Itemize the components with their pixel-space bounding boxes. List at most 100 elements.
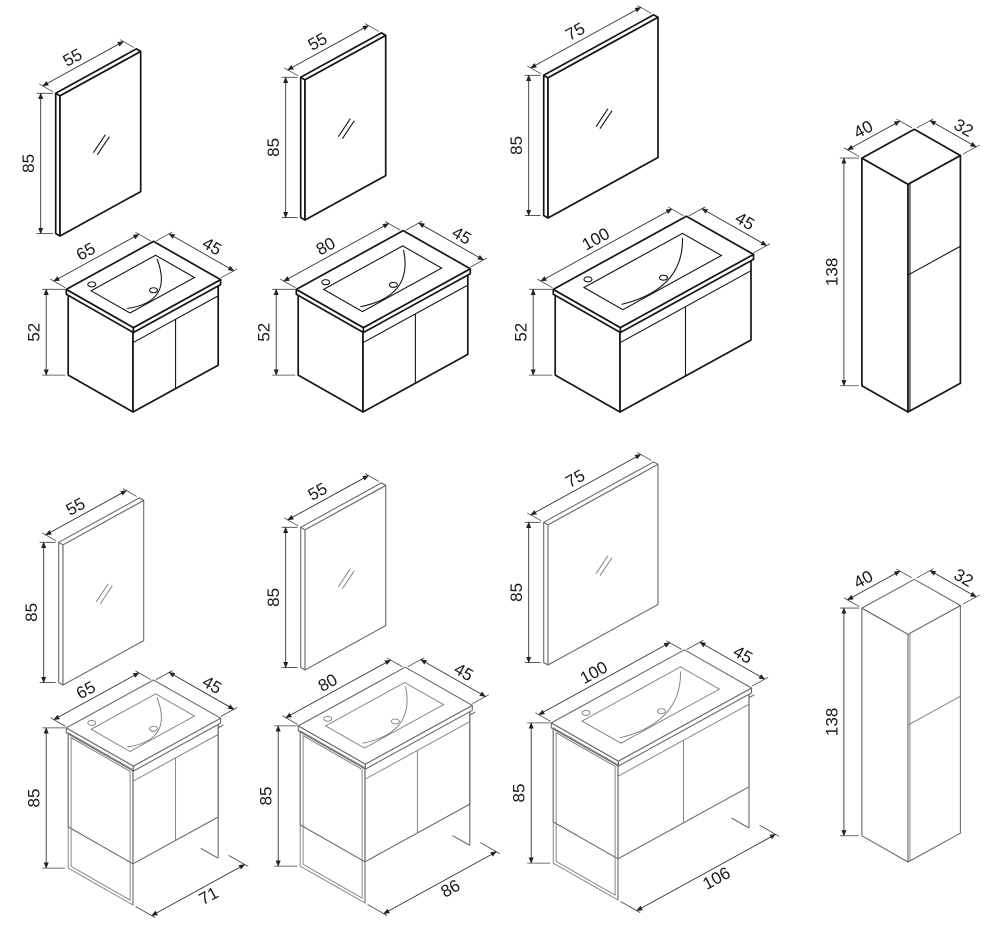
basin [89, 254, 196, 314]
tall-depth-dimension-label: 32 [951, 565, 977, 591]
mirror-side [300, 526, 306, 671]
extension-line [962, 594, 980, 605]
door-split [907, 695, 961, 726]
mirror-side [543, 521, 549, 666]
mirror-height-dimension-label: 85 [19, 154, 38, 173]
vanity-width-dimension-label: 80 [315, 670, 341, 696]
mirror-width-dimension-label: 55 [305, 479, 331, 505]
vanity-height-dimension-label: 52 [512, 323, 531, 342]
tap-hole [87, 719, 97, 726]
vanity-depth-dimension-line [420, 659, 487, 697]
extension-line [962, 144, 980, 155]
mirror-width-dimension-line [287, 25, 369, 71]
tall-width-dimension-line [846, 570, 901, 601]
vanity-width-dimension-line [53, 233, 140, 282]
extension-line [535, 712, 551, 722]
mirror-height-dimension-label: 85 [264, 588, 283, 607]
floor-width-dimension-line [151, 864, 246, 917]
mirror-width-dimension-label: 75 [562, 19, 588, 45]
extension-line [405, 220, 423, 231]
extension-line [282, 715, 298, 725]
basin [324, 681, 445, 749]
extension-line [119, 39, 134, 48]
basin [581, 666, 721, 744]
vanity-width-dimension-line [283, 223, 390, 282]
mirror-width-dimension-line [45, 490, 127, 536]
mirror-front [304, 34, 387, 221]
extension-line [135, 670, 151, 680]
extension-line [480, 842, 501, 855]
extension-line [284, 517, 299, 527]
extension-line [620, 901, 641, 913]
mirror-width-dimension-label: 55 [63, 494, 89, 520]
drain-hole [148, 287, 159, 294]
mirror-glass-mark [341, 120, 355, 140]
mirror-height-dimension-label: 85 [507, 583, 526, 602]
extension-line [280, 278, 296, 289]
vanity-width-dimension-line [540, 208, 673, 282]
mirror-glass-mark [95, 583, 109, 602]
vanity-depth-dimension-label: 45 [199, 672, 225, 698]
floor-width-dimension-label: 106 [700, 863, 734, 893]
extension-line [50, 278, 66, 289]
extension-line [364, 23, 379, 32]
vanity-depth-dimension-line [699, 641, 766, 680]
floor-width-dimension-line [636, 833, 777, 912]
vanity-height-dimension-label: 52 [255, 323, 274, 342]
mirror-width-dimension-line [530, 454, 642, 516]
mirror-glass-mark [341, 570, 355, 589]
vanity-depth-dimension-label: 45 [449, 223, 475, 249]
mirror-front [59, 50, 142, 237]
mirror-glass-mark [595, 108, 609, 127]
extension-line [135, 906, 156, 918]
extension-line [407, 657, 425, 668]
left-frame-inner [70, 736, 131, 901]
tall-cabinet-side [861, 157, 909, 413]
extension-line [155, 231, 173, 242]
mirror-height-dimension-label: 85 [507, 136, 526, 155]
vanity-depth-dimension-label: 45 [451, 659, 477, 685]
extension-line [637, 452, 652, 461]
tall-depth-dimension-label: 32 [951, 115, 977, 141]
drain-hole [388, 281, 398, 288]
extension-line [42, 532, 57, 542]
extension-line [751, 676, 769, 687]
right-frame-bottom-rail [452, 835, 471, 846]
mirror-glass-mark [337, 568, 351, 587]
mirror-width-dimension-line [42, 41, 124, 87]
towel-bar [748, 694, 755, 699]
extension-line [896, 118, 912, 129]
basin [322, 245, 443, 313]
extension-line [666, 640, 682, 650]
tall-cabinet-side [861, 607, 909, 863]
vanity-width-dimension-line [538, 642, 671, 716]
floor-width-dimension-label: 71 [196, 883, 222, 909]
mirror-glass-mark [99, 585, 113, 604]
mirror-glass-mark [599, 110, 613, 129]
right-frame-bottom-rail [731, 817, 750, 829]
extension-line [384, 221, 401, 231]
vanity-width-dimension-label: 65 [73, 239, 99, 265]
basin [582, 232, 723, 311]
tall-height-dimension-label: 138 [822, 708, 841, 736]
vanity-width-dimension-line [285, 659, 392, 719]
tall-width-dimension-line [846, 120, 901, 151]
extension-line [220, 707, 238, 717]
vanity-height-dimension-label: 85 [25, 789, 44, 808]
vanity-depth-dimension-label: 45 [732, 208, 758, 234]
floor-width-dimension-label: 86 [438, 876, 464, 902]
mirror-glass-mark [337, 118, 351, 138]
tap-hole [87, 281, 97, 288]
mirror-height-dimension-label: 85 [22, 603, 41, 622]
mirror-glass-mark [595, 555, 609, 574]
mirror-glass-mark [599, 557, 613, 576]
extension-line [843, 597, 860, 607]
floor-width-dimension-line [383, 851, 497, 915]
